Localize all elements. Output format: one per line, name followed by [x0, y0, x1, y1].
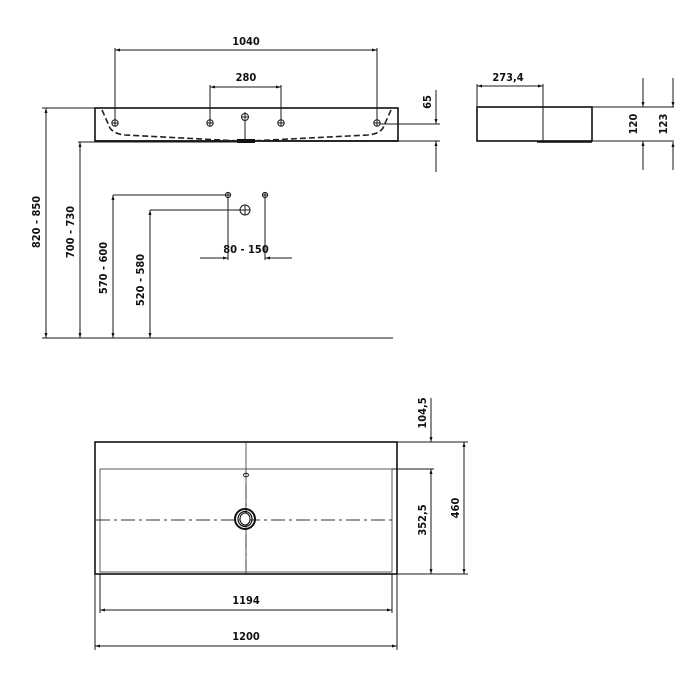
- dim-label: 460: [449, 498, 462, 519]
- overflow-icon: [243, 472, 249, 478]
- dim-label: 820 - 850: [30, 196, 43, 248]
- basin-front-outline: [94, 107, 399, 142]
- dim-label: 700 - 730: [64, 206, 77, 258]
- dim-label: 1040: [232, 35, 260, 48]
- basin-side-outline: [476, 106, 593, 142]
- dim-label: 352,5: [416, 504, 429, 535]
- dim-label: 120: [627, 114, 640, 135]
- waste-connection-icon: [239, 204, 251, 216]
- drain-outlet: [237, 139, 255, 143]
- dim-label: 273,4: [492, 71, 523, 84]
- dim-label: 104,5: [416, 397, 429, 428]
- bowl-contour-left: [101, 109, 241, 142]
- supply-connection-icon: [224, 191, 232, 199]
- dim-label: 520 - 580: [134, 254, 147, 306]
- dim-label: 1200: [232, 630, 260, 643]
- supply-connection-icon: [261, 191, 269, 199]
- dim-label: 80 - 150: [223, 243, 269, 256]
- dim-label: 280: [236, 71, 257, 84]
- dim-label: 1194: [232, 594, 260, 607]
- dim-label: 570 - 600: [97, 242, 110, 294]
- bowl-contour-right: [249, 109, 392, 142]
- front-view: 1040 280 65 820 - 850 700 - 730 570 - 60…: [30, 35, 440, 339]
- drain-icon: [234, 508, 256, 530]
- dim-label: 123: [657, 114, 670, 135]
- overflow-hole-icon: [241, 112, 249, 141]
- side-view: 273,4 120 123: [476, 71, 675, 170]
- top-view: 104,5 352,5 460 1194 1200: [94, 397, 468, 650]
- dim-label: 65: [421, 95, 434, 109]
